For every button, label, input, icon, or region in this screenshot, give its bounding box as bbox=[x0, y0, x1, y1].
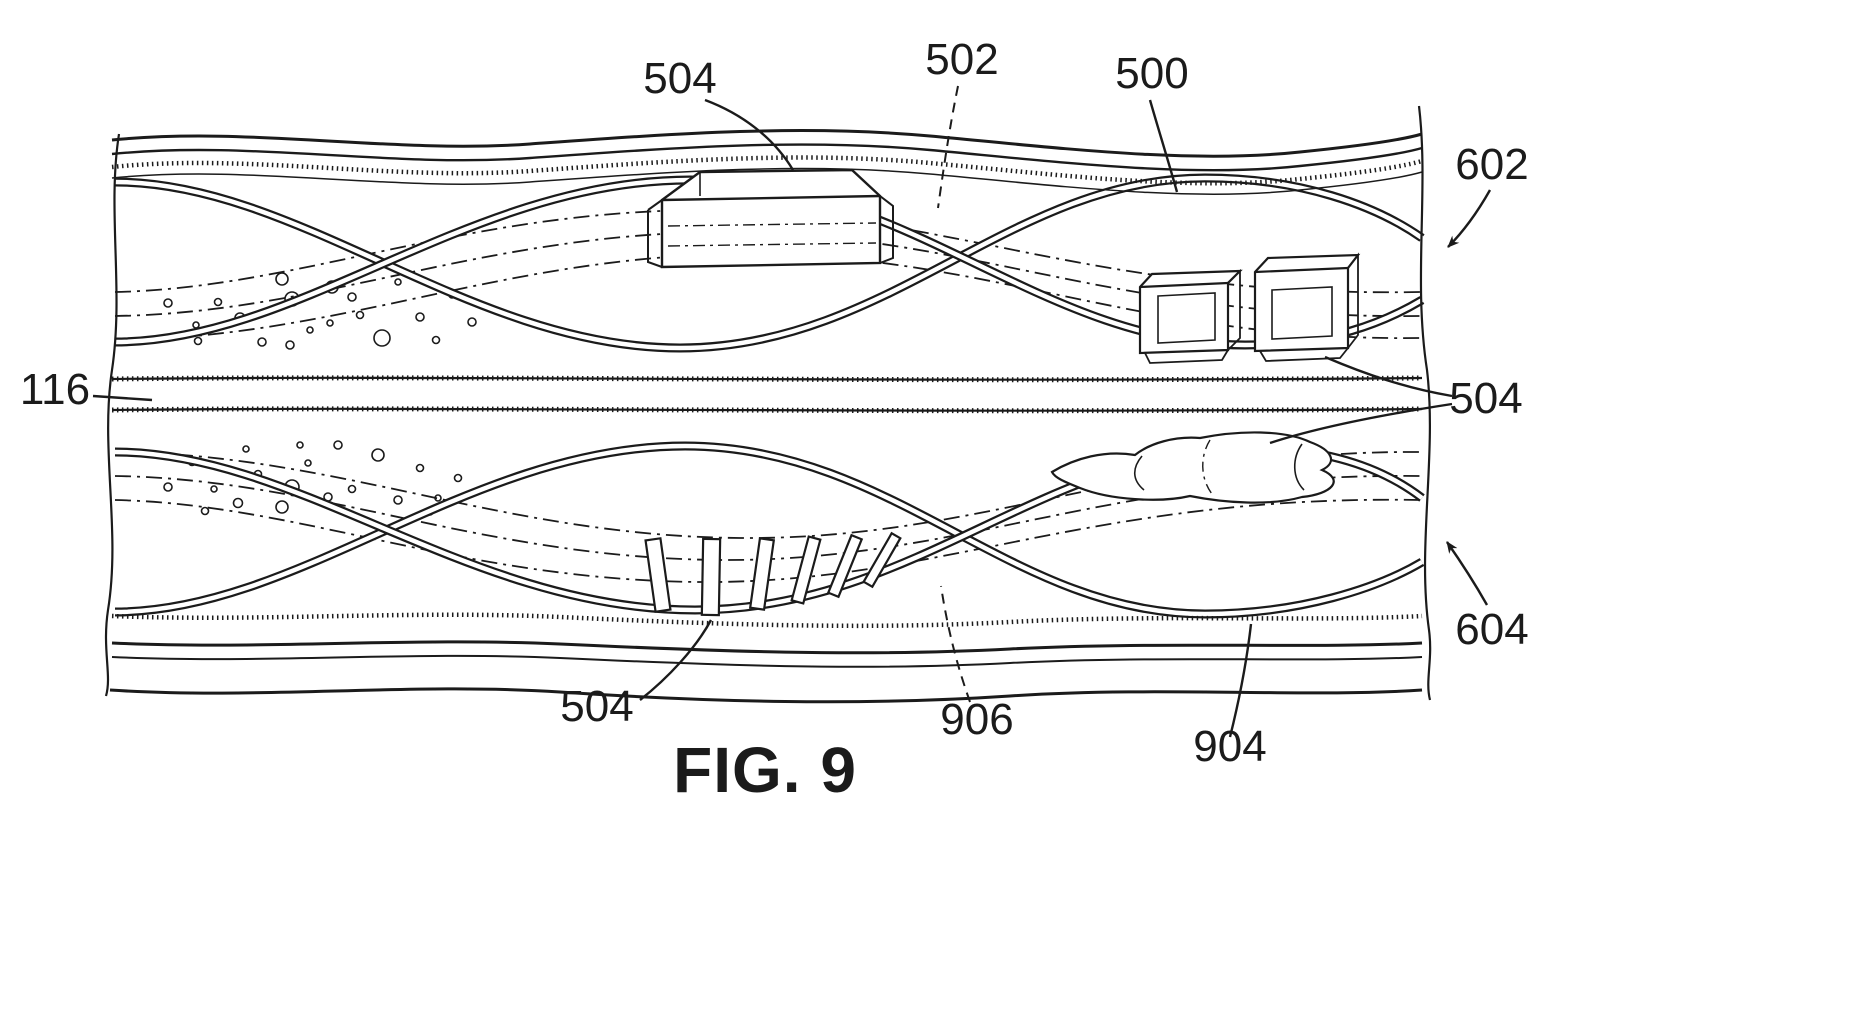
implant-fish-right bbox=[1050, 431, 1335, 504]
label-906: 906 bbox=[940, 695, 1013, 744]
right-edge bbox=[1417, 105, 1432, 701]
leader-504-bottom bbox=[639, 619, 713, 701]
implant-box-top bbox=[647, 168, 894, 269]
vessel-bottom-wall bbox=[109, 612, 1423, 704]
leader-116 bbox=[92, 394, 153, 402]
leader-500 bbox=[1148, 99, 1179, 193]
left-edge bbox=[104, 133, 121, 697]
label-604: 604 bbox=[1455, 605, 1528, 654]
label-502: 502 bbox=[925, 35, 998, 84]
label-602: 602 bbox=[1455, 140, 1528, 189]
bottom-particles bbox=[163, 440, 463, 516]
stent-slats bbox=[644, 531, 902, 617]
leader-504-right-lower bbox=[1269, 402, 1453, 445]
label-504-bottom: 504 bbox=[560, 682, 633, 731]
label-504-right: 504 bbox=[1449, 374, 1522, 423]
vessel-top-wall bbox=[111, 129, 1423, 195]
figure-caption: FIG. 9 bbox=[673, 734, 857, 806]
bottom-braid-strand-a bbox=[114, 441, 1425, 619]
leader-904 bbox=[1228, 623, 1253, 738]
top-braid-strand-a bbox=[114, 173, 1425, 353]
leader-604-arrow bbox=[1446, 541, 1489, 606]
label-904: 904 bbox=[1193, 722, 1266, 771]
label-504-top: 504 bbox=[643, 54, 716, 103]
leader-502 bbox=[937, 85, 959, 209]
leader-906 bbox=[940, 585, 971, 703]
leader-504-top bbox=[704, 98, 795, 171]
implant-boxes-right bbox=[1138, 252, 1361, 364]
label-500: 500 bbox=[1115, 49, 1188, 98]
center-divider bbox=[111, 375, 1423, 414]
leader-602-arrow bbox=[1447, 189, 1492, 248]
label-116: 116 bbox=[20, 365, 90, 414]
leader-lines bbox=[92, 85, 1492, 738]
leader-504-right-upper bbox=[1324, 355, 1453, 398]
